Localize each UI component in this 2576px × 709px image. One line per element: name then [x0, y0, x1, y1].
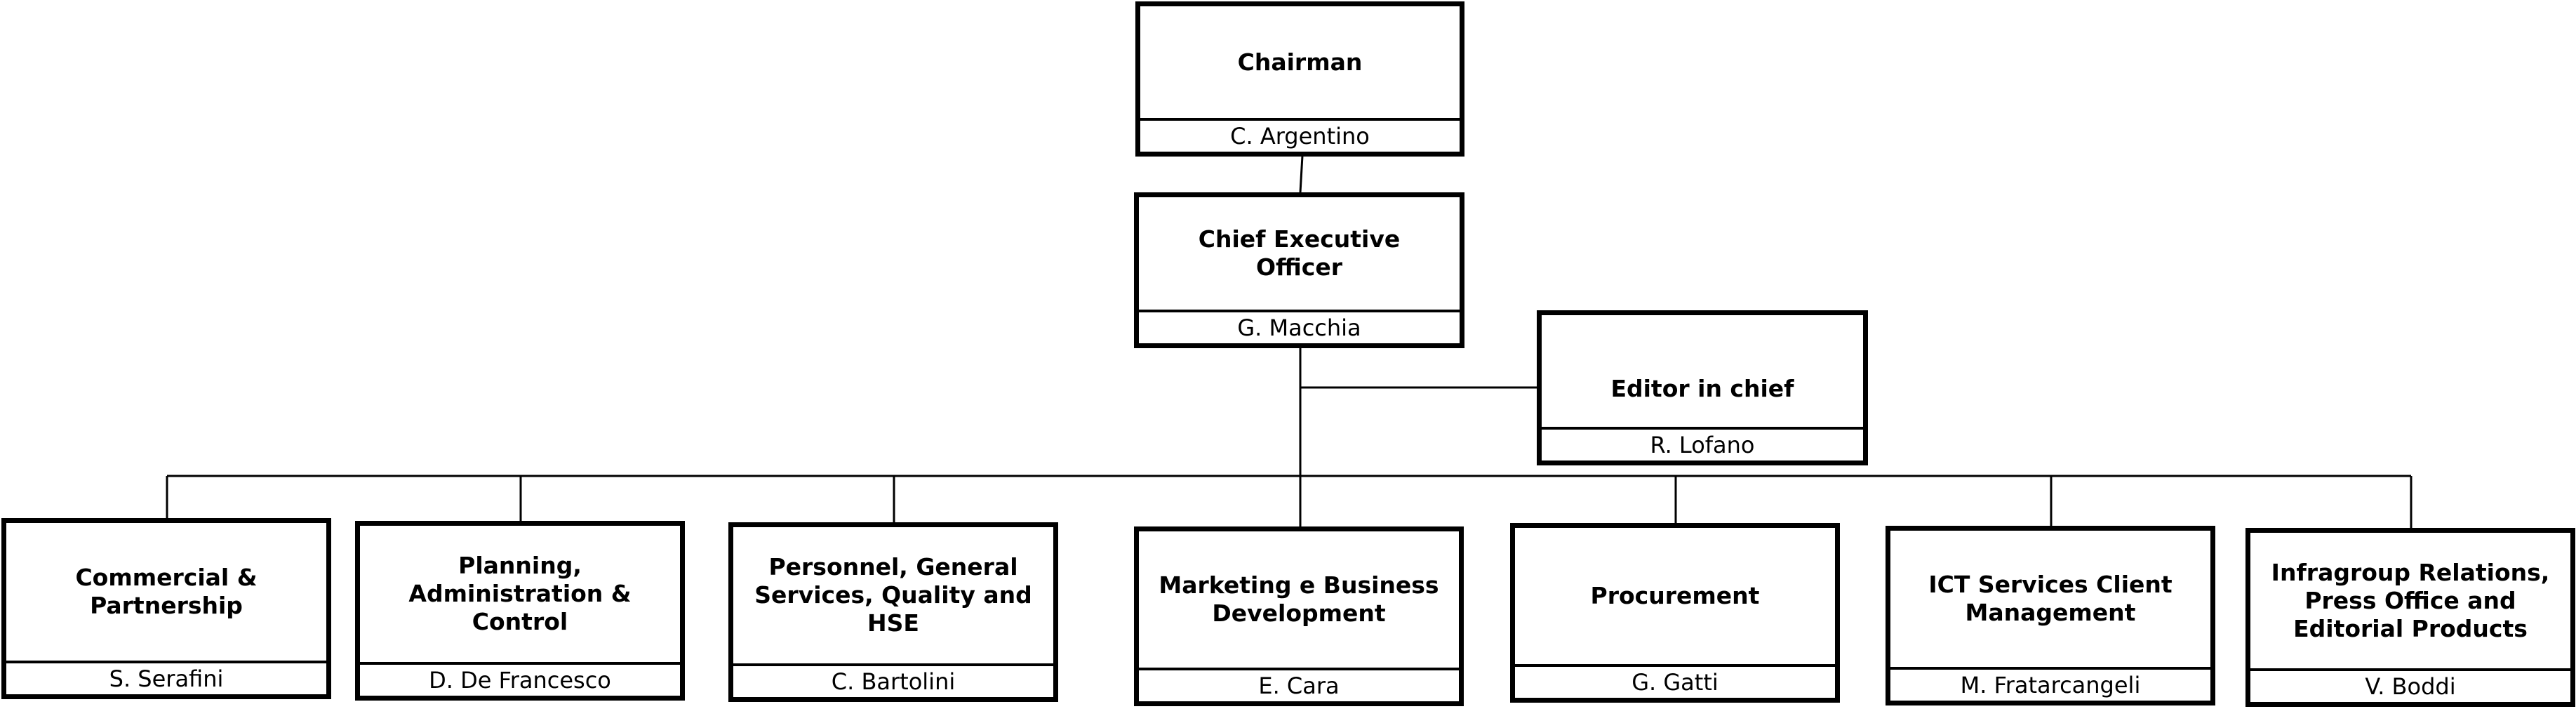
chairman-box: Chairman C. Argentino: [1135, 1, 1464, 157]
ceo-box: Chief Executive Officer G. Macchia: [1134, 192, 1464, 348]
department-box: Infragroup Relations, Press Office and E…: [2245, 528, 2575, 707]
editor-name: R. Lofano: [1542, 427, 1863, 460]
department-head-name: C. Bartolini: [733, 663, 1053, 697]
department-title: Planning, Administration & Control: [408, 552, 632, 635]
department-title: Personnel, General Services, Quality and…: [754, 553, 1032, 637]
chairman-name: C. Argentino: [1140, 118, 1460, 152]
editor-title: Editor in chief: [1610, 374, 1794, 402]
department-title: Marketing e Business Development: [1159, 571, 1439, 627]
department-head-name: E. Cara: [1139, 668, 1459, 701]
department-box: Planning, Administration & Control D. De…: [355, 521, 685, 701]
ceo-title: Chief Executive Officer: [1198, 225, 1401, 281]
chairman-ceo-connector: [1299, 155, 1304, 193]
department-head-name: V. Boddi: [2250, 668, 2570, 702]
department-title: Commercial & Partnership: [75, 564, 258, 619]
department-head-name: S. Serafini: [6, 661, 326, 694]
department-title: Procurement: [1590, 582, 1760, 609]
department-box: Procurement G. Gatti: [1510, 523, 1840, 703]
department-title: Infragroup Relations, Press Office and E…: [2271, 558, 2550, 642]
department-head-name: G. Gatti: [1515, 664, 1835, 698]
department-box: Marketing e Business Development E. Cara: [1134, 526, 1464, 706]
department-box: Commercial & Partnership S. Serafini: [1, 518, 331, 699]
department-box: ICT Services Client Management M. Fratar…: [1886, 526, 2215, 705]
department-box: Personnel, General Services, Quality and…: [728, 522, 1058, 702]
ceo-name: G. Macchia: [1139, 310, 1460, 343]
department-head-name: M. Fratarcangeli: [1890, 667, 2210, 701]
chairman-title: Chairman: [1237, 48, 1363, 76]
editor-box: Editor in chief R. Lofano: [1537, 310, 1868, 465]
department-head-name: D. De Francesco: [360, 662, 680, 696]
department-title: ICT Services Client Management: [1928, 571, 2173, 626]
